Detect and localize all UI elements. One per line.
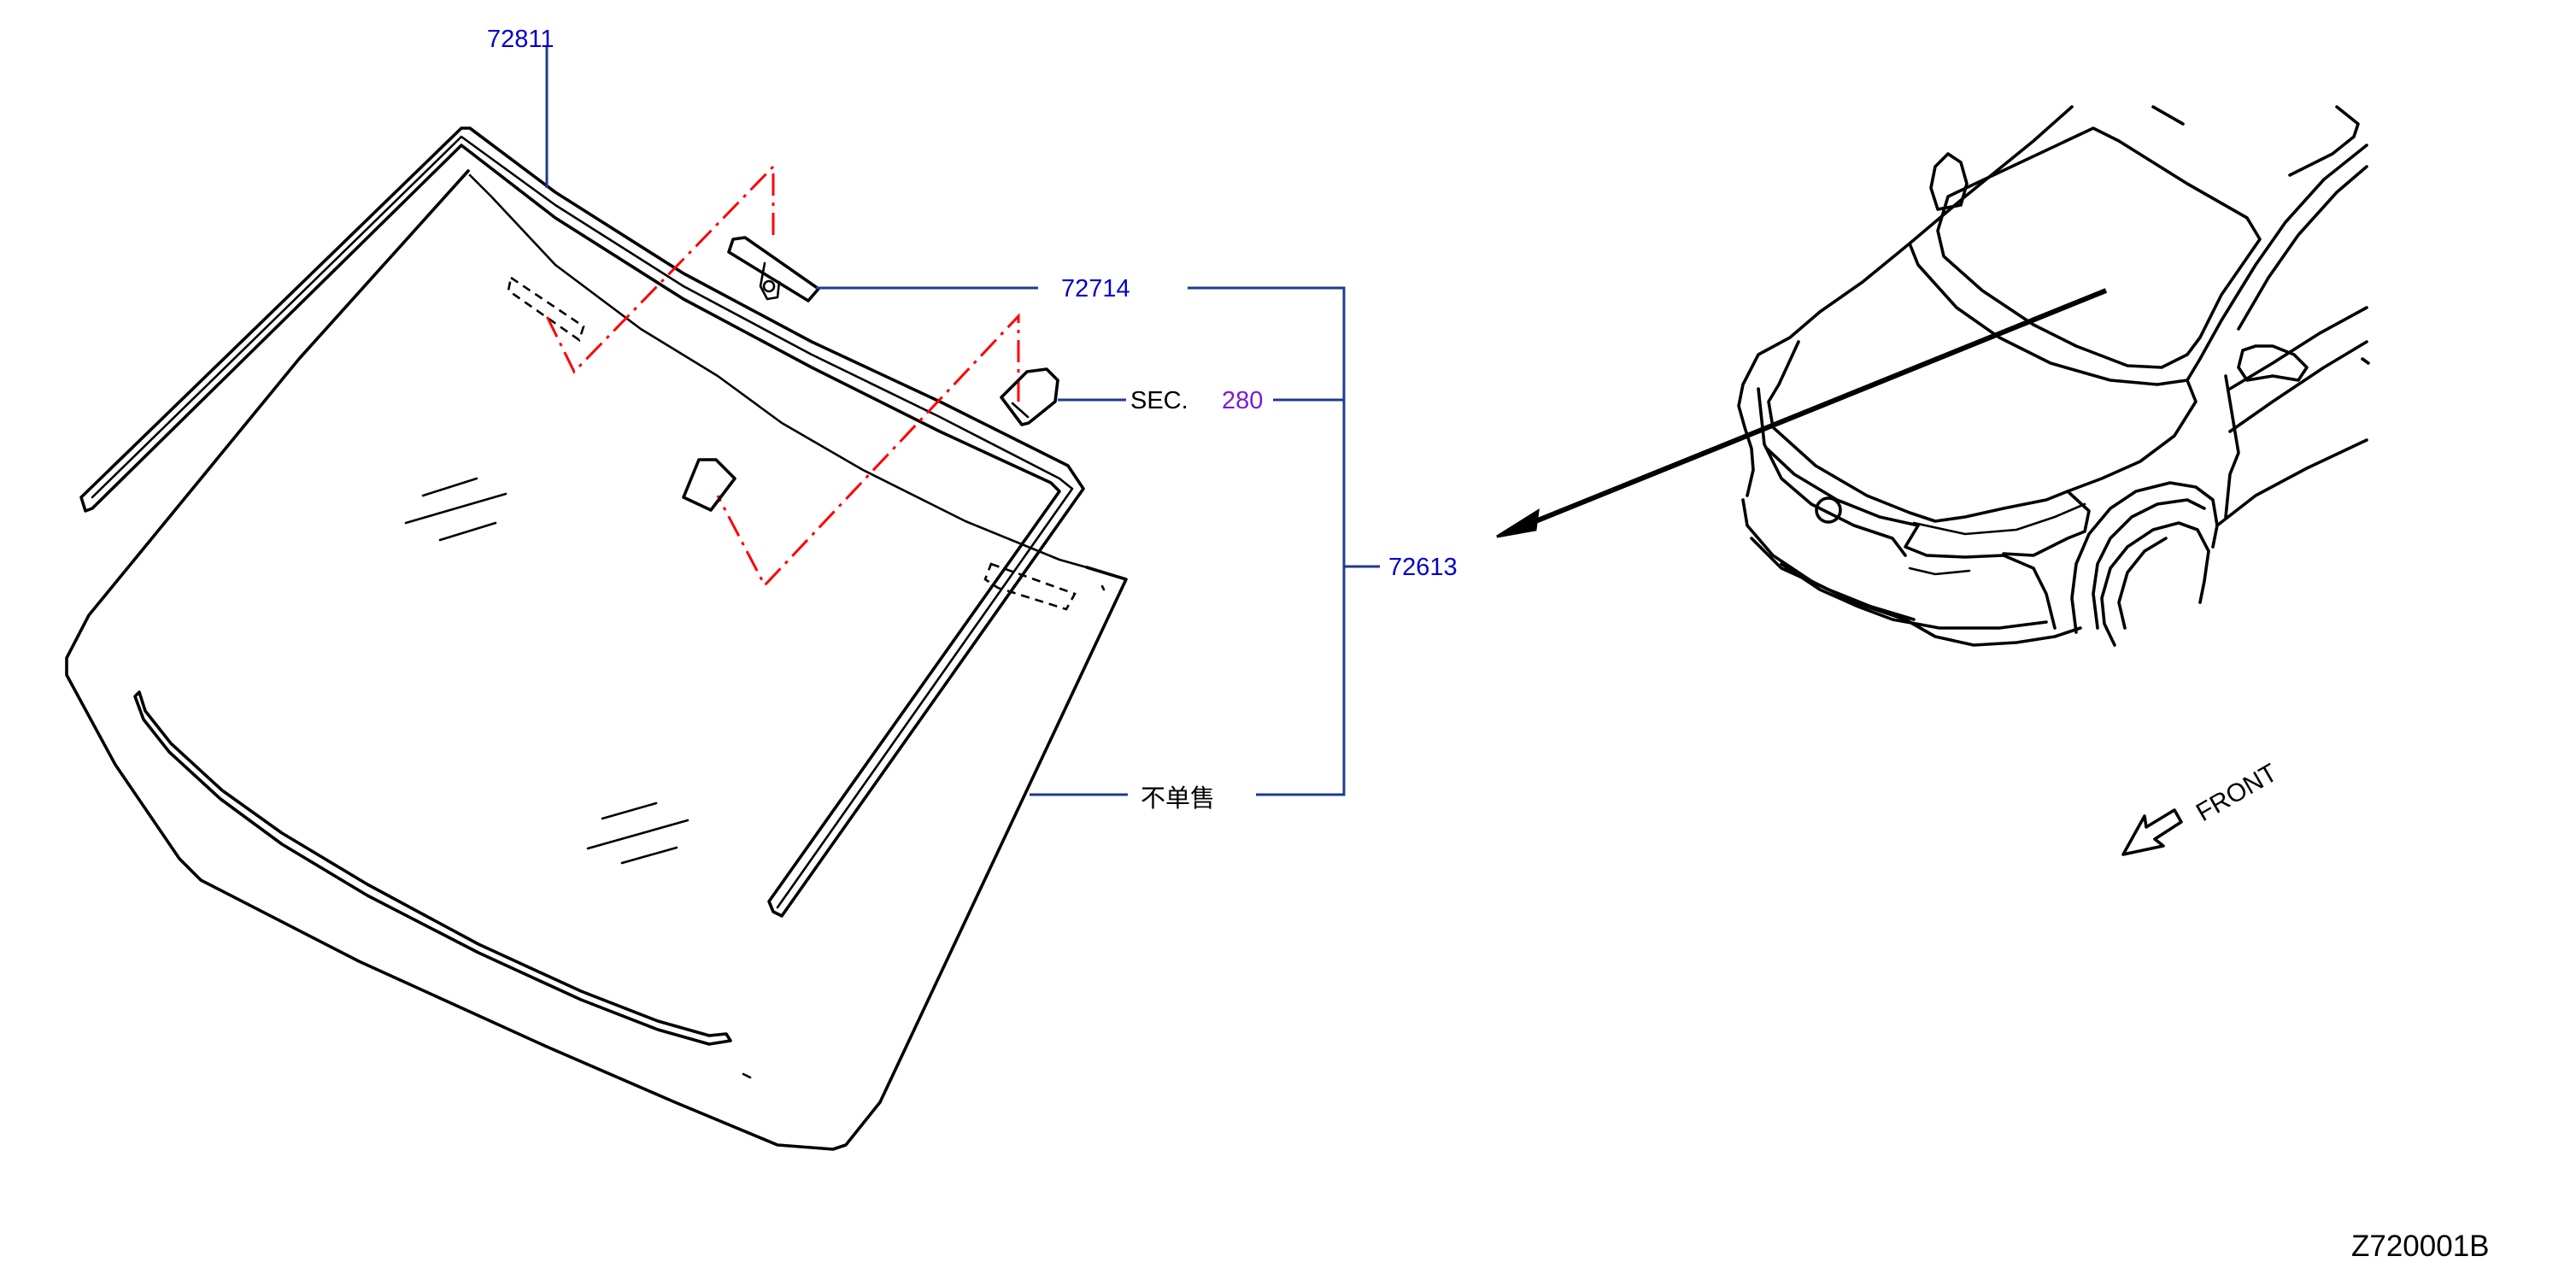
assembly-chain-line-right (716, 313, 1020, 588)
part-number-72811[interactable]: 72811 (487, 26, 555, 53)
windshield-moulding (79, 126, 1085, 918)
front-direction-indicator: FRONT (2121, 759, 2282, 856)
sensor-cover-part (1000, 367, 1059, 426)
part-number-72613[interactable]: 72613 (1388, 554, 1458, 581)
not-sold-separately-label: 不单售 (1141, 784, 1215, 813)
front-label: FRONT (2192, 759, 2282, 827)
assembly-chain-line-left (545, 163, 775, 374)
sensor-outline-right (983, 562, 1077, 611)
mirror-base-part (727, 236, 820, 302)
windshield-glass (65, 169, 1128, 1151)
section-number-280[interactable]: 280 (1222, 387, 1263, 414)
sensor-outline-left (507, 275, 585, 343)
part-number-72714[interactable]: 72714 (1061, 275, 1130, 302)
section-prefix-label: SEC. (1130, 387, 1188, 414)
diagram-id-label: Z720001B (2351, 1230, 2490, 1263)
mirror-bracket-on-glass (682, 458, 736, 512)
location-pointer-arrow (1496, 288, 2108, 538)
vehicle-locator-illustration (1737, 105, 2370, 647)
callout-lines (545, 47, 1380, 796)
